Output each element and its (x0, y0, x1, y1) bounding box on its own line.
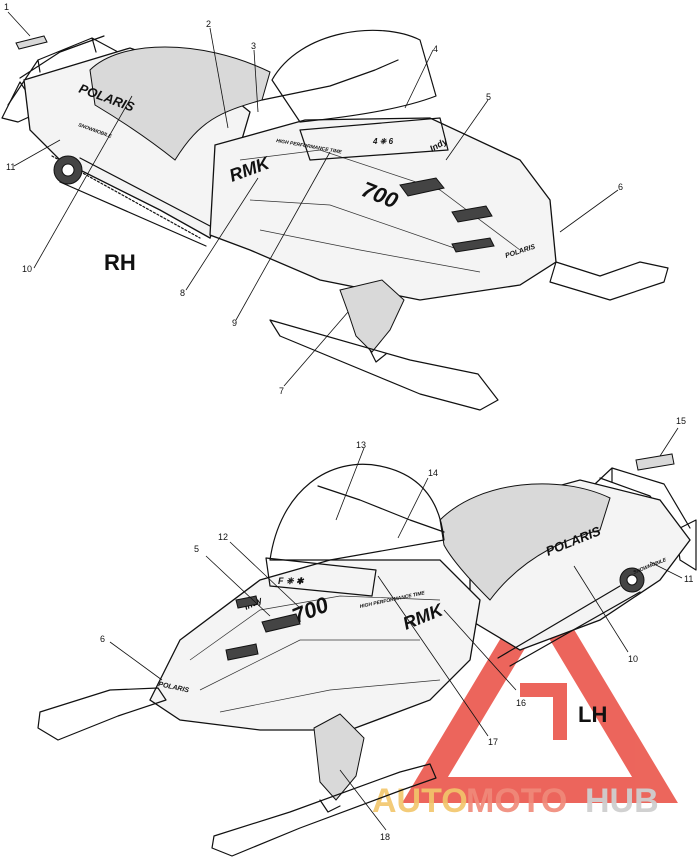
callout-2: 2 (206, 19, 211, 29)
callout-15: 15 (676, 416, 686, 426)
hood-vent-upper-lh (261, 613, 301, 633)
handlebar-rh (261, 59, 399, 101)
callout-8: 8 (180, 288, 185, 298)
console-gauge-glyphs: 4 ❈ 6 (372, 137, 394, 146)
snowmobile-rh-view: 4 ❈ 6 HIGH PERFORMANCE TIME RMK 700 Indy… (1, 2, 669, 411)
callout-5-lh: 5 (194, 544, 199, 554)
side-label-lh: LH (578, 702, 607, 727)
console-lh (265, 557, 377, 597)
callout-6-lh: 6 (100, 634, 105, 644)
callout-10-rh: 10 (22, 264, 32, 274)
decal-15-loose (635, 453, 675, 471)
seat-lh (439, 483, 611, 601)
seat-rh (89, 46, 271, 161)
watermark-emblem (402, 572, 678, 803)
callout-14: 14 (428, 468, 438, 478)
snowmobile-lh-view: F ❈ ✱ HIGH PERFORMANCE TIME RMK 700 Indy… (37, 416, 697, 857)
callouts-lh: 13 14 15 12 5 6 16 17 18 10 11 (100, 416, 693, 842)
rear-rack (7, 35, 119, 106)
hood-rh (209, 117, 557, 301)
callout-18: 18 (380, 832, 390, 842)
front-suspension-lh (313, 713, 365, 801)
ski-right-lh (211, 763, 437, 857)
hood-vent-upper-rh (399, 177, 445, 197)
hood-vent-side-lh (235, 595, 259, 609)
ski-left-rh (269, 319, 499, 411)
watermark-word-hub: HUB (585, 782, 659, 820)
side-label-rh: RH (104, 250, 136, 275)
callout-11-lh: 11 (684, 574, 693, 584)
hood-lh (149, 559, 481, 731)
hood-vent-lower-rh (451, 237, 495, 253)
callout-11-rh: 11 (6, 162, 15, 172)
callout-1: 1 (4, 2, 9, 12)
callout-10-lh: 10 (628, 654, 638, 664)
decal-1-loose (15, 35, 48, 50)
windshield-lh (269, 463, 445, 561)
callout-6-rh: 6 (618, 182, 623, 192)
callouts-rh: 1 2 3 4 5 6 7 8 9 10 11 (4, 2, 623, 396)
watermark-text: AUTO MOTO HUB (372, 782, 659, 820)
callout-3: 3 (251, 41, 256, 51)
console-rh (299, 117, 449, 161)
ski-left-lh (37, 687, 167, 741)
watermark-word-moto: MOTO (466, 782, 567, 820)
callout-12: 12 (218, 532, 228, 542)
callout-7: 7 (279, 386, 284, 396)
watermark-word-auto: AUTO (372, 782, 468, 820)
hood-vent-mid-rh (451, 205, 493, 223)
callout-13: 13 (356, 440, 366, 450)
callout-5-rh: 5 (486, 92, 491, 102)
callout-4: 4 (433, 44, 438, 54)
ski-right-rh (549, 261, 669, 301)
windshield-rh (271, 29, 437, 123)
hood-vent-mid-lh (225, 643, 259, 661)
callout-17: 17 (488, 737, 498, 747)
front-suspension-rh (339, 279, 405, 353)
handlebar-lh (317, 485, 445, 533)
console-gauge-glyphs-lh: F ❈ ✱ (278, 576, 305, 586)
callout-9: 9 (232, 318, 237, 328)
callout-16: 16 (516, 698, 526, 708)
